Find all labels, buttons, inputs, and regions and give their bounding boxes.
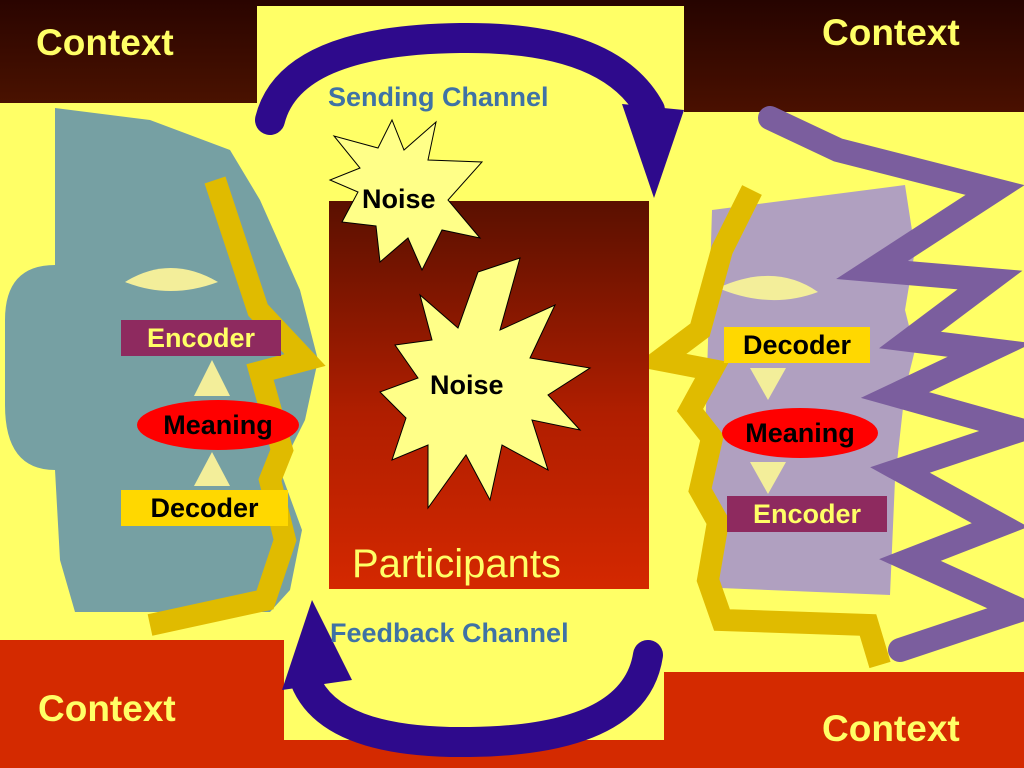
- noise-burst-top: [328, 118, 484, 272]
- noise-label-center: Noise: [430, 370, 504, 400]
- right-arrow-down-upper: [750, 368, 786, 400]
- right-arrow-down-lower: [750, 462, 786, 494]
- right-face: [705, 185, 915, 595]
- context-label-top-right: Context: [822, 12, 960, 53]
- left-meaning-oval: Meaning: [137, 400, 299, 450]
- noise-burst-center: [379, 257, 592, 510]
- right-profile-line: [633, 185, 891, 669]
- left-arrow-up-lower: [194, 452, 230, 486]
- right-encoder-box: Encoder: [727, 496, 887, 532]
- right-zigzag-line: [758, 106, 1024, 662]
- left-arrow-up-upper: [194, 360, 230, 396]
- feedback-channel-label: Feedback Channel: [330, 618, 569, 648]
- right-decoder-box: Decoder: [724, 327, 870, 363]
- context-label-bottom-left: Context: [38, 688, 176, 729]
- feedback-channel-arrow: [282, 600, 663, 758]
- noise-label-top: Noise: [362, 184, 436, 214]
- context-panel-top: [0, 0, 1024, 112]
- left-decoder-box: Decoder: [121, 490, 288, 526]
- right-meaning-oval: Meaning: [722, 408, 878, 458]
- left-encoder-box: Encoder: [121, 320, 281, 356]
- context-label-top-left: Context: [36, 22, 174, 63]
- sending-channel-label: Sending Channel: [328, 82, 549, 112]
- sending-channel-arrow: [255, 22, 684, 198]
- participants-label: Participants: [352, 542, 561, 586]
- context-label-bottom-right: Context: [822, 708, 960, 749]
